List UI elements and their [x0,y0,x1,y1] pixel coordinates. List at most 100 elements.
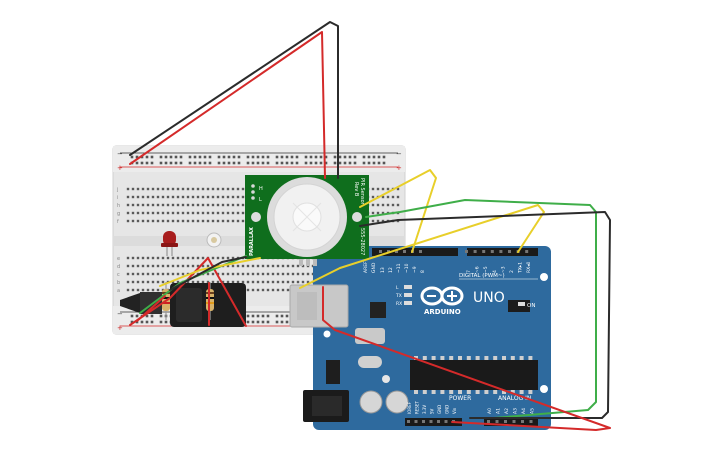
terminal-hole[interactable] [226,187,230,191]
terminal-hole[interactable] [161,219,165,223]
terminal-hole[interactable] [376,211,380,215]
terminal-hole[interactable] [151,219,155,223]
terminal-hole[interactable] [201,256,205,260]
rail-hole[interactable] [261,314,265,318]
terminal-hole[interactable] [271,280,275,284]
rail-hole[interactable] [343,161,347,165]
wire-yellow-2[interactable] [299,204,545,289]
terminal-hole[interactable] [126,272,130,276]
terminal-hole[interactable] [206,219,210,223]
rail-hole[interactable] [130,314,134,318]
terminal-hole[interactable] [276,264,280,268]
terminal-hole[interactable] [391,195,395,199]
terminal-hole[interactable] [236,272,240,276]
terminal-hole[interactable] [146,211,150,215]
terminal-hole[interactable] [176,256,180,260]
terminal-hole[interactable] [191,211,195,215]
wire-black-bb[interactable] [169,256,247,291]
rail-hole[interactable] [353,155,357,159]
analog-pin[interactable] [487,420,490,423]
terminal-hole[interactable] [151,195,155,199]
rail-hole[interactable] [174,161,178,165]
power-pin[interactable] [437,420,440,423]
terminal-hole[interactable] [196,187,200,191]
rail-hole[interactable] [362,155,366,159]
rail-hole[interactable] [198,161,202,165]
terminal-hole[interactable] [176,195,180,199]
terminal-hole[interactable] [381,219,385,223]
pir-pin-2[interactable] [306,259,310,266]
rail-hole[interactable] [217,161,221,165]
terminal-hole[interactable] [256,280,260,284]
terminal-hole[interactable] [206,272,210,276]
rail-hole[interactable] [275,155,279,159]
terminal-hole[interactable] [131,219,135,223]
terminal-hole[interactable] [176,187,180,191]
terminal-hole[interactable] [136,219,140,223]
rail-hole[interactable] [348,161,352,165]
terminal-hole[interactable] [141,187,145,191]
terminal-hole[interactable] [296,272,300,276]
terminal-hole[interactable] [131,280,135,284]
rail-hole[interactable] [285,314,289,318]
rail-hole[interactable] [333,155,337,159]
terminal-hole[interactable] [226,272,230,276]
wire-black-top[interactable] [129,21,339,179]
terminal-hole[interactable] [171,264,175,268]
terminal-hole[interactable] [211,219,215,223]
terminal-hole[interactable] [156,203,160,207]
rail-hole[interactable] [251,155,255,159]
rail-hole[interactable] [246,314,250,318]
terminal-hole[interactable] [146,187,150,191]
terminal-hole[interactable] [131,288,135,292]
rail-hole[interactable] [145,161,149,165]
rail-hole[interactable] [314,161,318,165]
rail-hole[interactable] [338,161,342,165]
rail-hole[interactable] [372,155,376,159]
terminal-hole[interactable] [186,264,190,268]
wire-red-bb-3[interactable] [136,295,166,322]
pir-pin-1[interactable] [299,259,303,266]
terminal-hole[interactable] [261,288,265,292]
rail-hole[interactable] [290,155,294,159]
terminal-hole[interactable] [126,211,130,215]
rail-hole[interactable] [140,155,144,159]
digital-pin[interactable] [387,250,390,253]
analog-header[interactable] [484,418,538,426]
rail-hole[interactable] [382,155,386,159]
terminal-hole[interactable] [236,219,240,223]
terminal-hole[interactable] [196,203,200,207]
terminal-hole[interactable] [156,187,160,191]
terminal-hole[interactable] [171,219,175,223]
rail-hole[interactable] [227,155,231,159]
terminal-hole[interactable] [171,203,175,207]
rail-hole[interactable] [266,161,270,165]
wire-green[interactable] [365,199,597,419]
terminal-hole[interactable] [281,280,285,284]
rail-hole[interactable] [246,155,250,159]
digital-pin[interactable] [403,250,406,253]
terminal-hole[interactable] [181,195,185,199]
rail-hole[interactable] [295,155,299,159]
terminal-hole[interactable] [166,203,170,207]
digital-pin[interactable] [499,250,503,253]
rail-hole[interactable] [232,161,236,165]
terminal-hole[interactable] [151,288,155,292]
terminal-hole[interactable] [251,280,255,284]
rail-hole[interactable] [304,161,308,165]
terminal-hole[interactable] [211,195,215,199]
terminal-hole[interactable] [131,195,135,199]
digital-pin[interactable] [465,250,468,253]
digital-header-high[interactable] [414,248,458,256]
terminal-hole[interactable] [231,211,235,215]
rail-hole[interactable] [324,161,328,165]
terminal-hole[interactable] [176,264,180,268]
terminal-hole[interactable] [271,288,275,292]
rail-hole[interactable] [343,155,347,159]
terminal-hole[interactable] [246,280,250,284]
terminal-hole[interactable] [171,187,175,191]
rail-hole[interactable] [280,320,284,324]
terminal-hole[interactable] [246,288,250,292]
rail-hole[interactable] [285,155,289,159]
terminal-hole[interactable] [241,272,245,276]
